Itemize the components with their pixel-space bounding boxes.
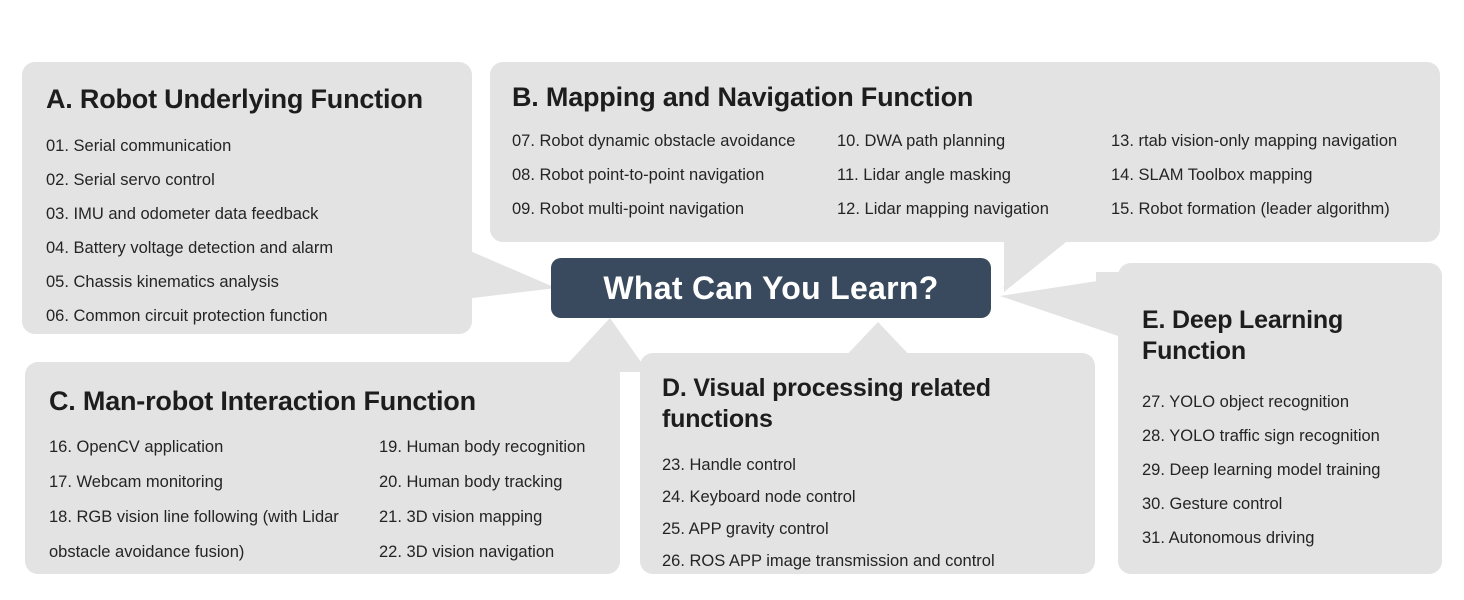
list-item: 17. Webcam monitoring [49,473,223,491]
list-item: 10. DWA path planning [837,132,1006,150]
panel-c-column-1: 16. OpenCV application 17. Webcam monito… [49,430,379,570]
list-item: 29. Deep learning model training [1142,461,1381,479]
list-item: 15. Robot formation (leader algorithm) [1111,200,1390,218]
list-item: 03. IMU and odometer data feedback [46,205,319,223]
list-item: 19. Human body recognition [379,438,586,456]
panel-b-columns: 07. Robot dynamic obstacle avoidance 08.… [512,124,1440,226]
panel-c-column-2: 19. Human body recognition 20. Human bod… [379,430,619,570]
panel-c-title: C. Man-robot Interaction Function [49,386,476,416]
panel-e-item-list: 27. YOLO object recognition 28. YOLO tra… [1142,385,1442,555]
panel-a-robot-underlying-function[interactable]: A. Robot Underlying Function 01. Serial … [22,62,472,334]
list-item: 02. Serial servo control [46,171,215,189]
panel-b-mapping-and-navigation-function[interactable]: B. Mapping and Navigation Function 07. R… [490,62,1440,242]
panel-e-deep-learning-function[interactable]: E. Deep Learning Function 27. YOLO objec… [1118,263,1442,574]
list-item: 04. Battery voltage detection and alarm [46,239,334,257]
list-item: 01. Serial communication [46,137,232,155]
center-badge-label: What Can You Learn? [603,269,939,306]
panel-b-column-1: 07. Robot dynamic obstacle avoidance 08.… [512,124,837,226]
panel-b-title: B. Mapping and Navigation Function [512,82,974,112]
list-item: 21. 3D vision mapping [379,508,543,526]
panel-a-title: A. Robot Underlying Function [46,84,423,114]
list-item: 08. Robot point-to-point navigation [512,166,765,184]
center-badge[interactable]: What Can You Learn? [551,258,991,318]
panel-d-item-list: 23. Handle control 24. Keyboard node con… [662,449,1095,577]
list-item: 22. 3D vision navigation [379,543,555,561]
connector-center-to-e [1000,276,1130,340]
panel-c-man-robot-interaction-function[interactable]: C. Man-robot Interaction Function 16. Op… [25,362,620,574]
list-item: 09. Robot multi-point navigation [512,200,745,218]
panel-a-item-list: 01. Serial communication 02. Serial serv… [46,129,472,333]
list-item: 28. YOLO traffic sign recognition [1142,427,1380,445]
panel-d-title: D. Visual processing related functions [662,374,991,433]
panel-e-title: E. Deep Learning Function [1142,306,1344,365]
list-item: 26. ROS APP image transmission and contr… [662,552,995,570]
list-item: 05. Chassis kinematics analysis [46,273,279,291]
list-item: 07. Robot dynamic obstacle avoidance [512,132,796,150]
list-item: 25. APP gravity control [662,520,829,538]
list-item: 18. RGB vision line following (with Lida… [49,508,339,561]
list-item: 30. Gesture control [1142,495,1283,513]
list-item: 06. Common circuit protection function [46,307,328,325]
list-item: 14. SLAM Toolbox mapping [1111,166,1313,184]
list-item: 12. Lidar mapping navigation [837,200,1049,218]
list-item: 16. OpenCV application [49,438,224,456]
list-item: 13. rtab vision-only mapping navigation [1111,132,1398,150]
list-item: 27. YOLO object recognition [1142,393,1349,411]
panel-b-column-2: 10. DWA path planning 11. Lidar angle ma… [837,124,1111,226]
list-item: 20. Human body tracking [379,473,563,491]
list-item: 23. Handle control [662,456,796,474]
panel-b-column-3: 13. rtab vision-only mapping navigation … [1111,124,1441,226]
list-item: 11. Lidar angle masking [837,166,1011,184]
panel-d-visual-processing-related-functions[interactable]: D. Visual processing related functions 2… [640,353,1095,574]
panel-c-columns: 16. OpenCV application 17. Webcam monito… [49,430,620,570]
list-item: 31. Autonomous driving [1142,529,1315,547]
list-item: 24. Keyboard node control [662,488,856,506]
